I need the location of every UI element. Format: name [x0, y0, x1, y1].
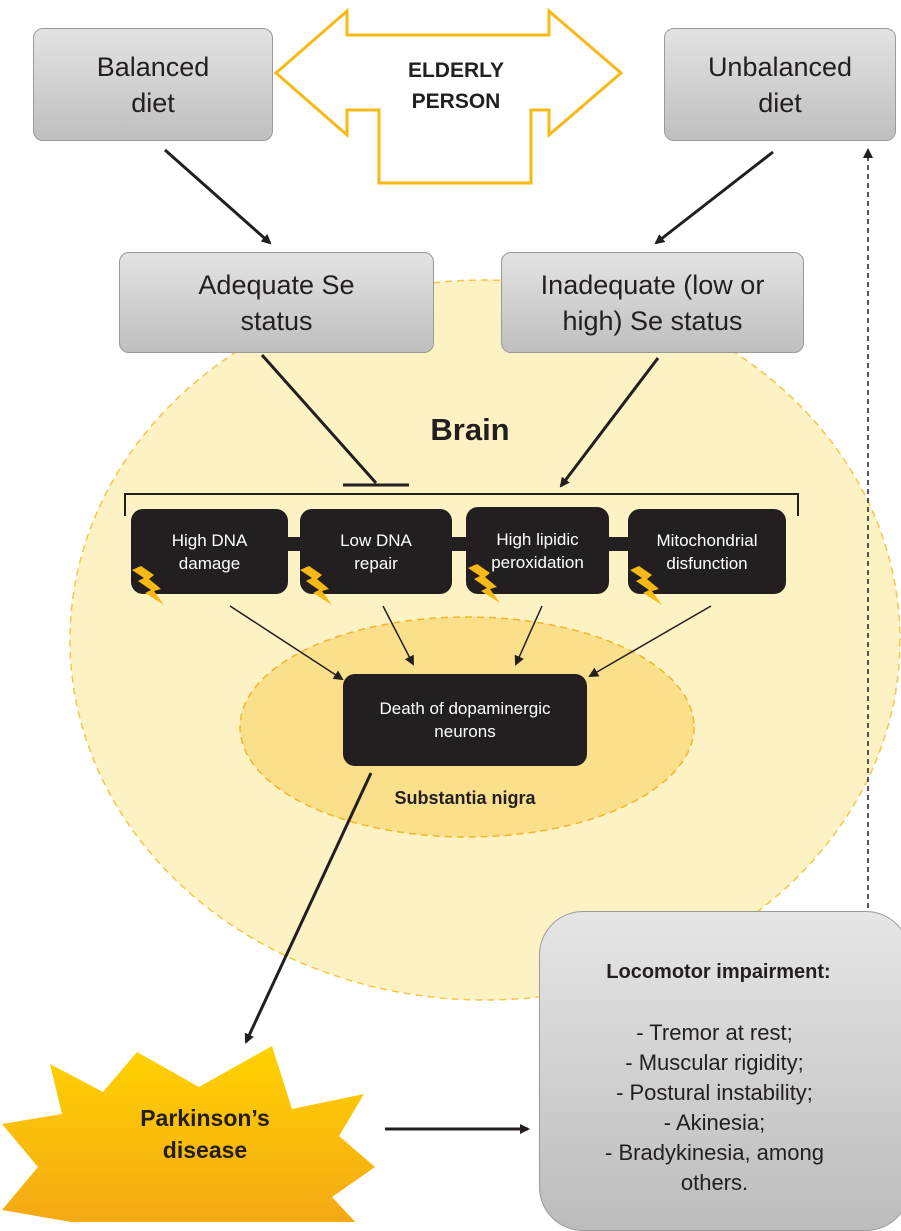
locomotor-symptom-list: - Tremor at rest; - Muscular rigidity; -… — [540, 1018, 901, 1198]
death-of-dopaminergic-neurons-label: Death of dopaminergic neurons — [379, 699, 551, 741]
arrow-mechanism-1-to-death — [229, 605, 344, 681]
mechanism-label: Low DNA repair — [340, 530, 412, 573]
mechanisms-bracket — [124, 493, 799, 516]
balanced-diet-box: Balanced diet — [33, 28, 273, 141]
parkinsons-disease-label: Parkinson’s disease — [140, 1105, 270, 1163]
locomotor-impairment-title: Locomotor impairment: — [606, 961, 831, 983]
arrow-mechanism-2-to-death — [382, 605, 414, 666]
arrow-balanced-to-adequate — [164, 148, 272, 245]
parkinsons-starburst — [2, 1046, 375, 1222]
locomotor-impairment-box: Locomotor impairment: - Tremor at rest; … — [539, 911, 901, 1231]
brain-label: Brain — [430, 412, 510, 447]
arrow-inadequate-to-mechanisms — [559, 357, 660, 488]
mechanism-box-high-lipidic-peroxidation: High lipidic peroxidation — [466, 507, 609, 594]
inadequate-se-status-label: Inadequate (low or high) Se status — [540, 269, 765, 336]
symptom-item: - Akinesia; — [663, 1110, 766, 1135]
lightning-bolt-icon — [300, 566, 332, 605]
adequate-se-status-label: Adequate Se status — [198, 269, 355, 336]
lightning-bolt-icon — [132, 566, 164, 605]
elderly-person-double-arrow — [273, 7, 624, 185]
unbalanced-diet-box: Unbalanced diet — [664, 28, 896, 141]
elderly-person-label: ELDERLY PERSON — [407, 59, 505, 113]
lightning-bolt-icon — [468, 564, 500, 603]
inhibition-line-adequate — [260, 354, 378, 484]
mechanism-box-high-dna-damage: High DNA damage — [131, 509, 288, 594]
arrow-unbalanced-to-inadequate — [654, 150, 774, 245]
balanced-diet-label: Balanced diet — [96, 51, 210, 118]
mechanism-label: Mitochondrial disfunction — [656, 530, 758, 573]
lightning-bolt-icon — [630, 566, 662, 605]
mechanism-box-low-dna-repair: Low DNA repair — [300, 509, 452, 594]
arrow-mechanism-3-to-death — [514, 605, 543, 666]
arrow-death-to-parkinsons — [244, 772, 373, 1044]
symptom-item: - Bradykinesia, among others. — [605, 1140, 824, 1195]
symptom-item: - Tremor at rest; — [636, 1020, 793, 1045]
death-of-dopaminergic-neurons-box: Death of dopaminergic neurons — [343, 674, 587, 766]
inadequate-se-status-box: Inadequate (low or high) Se status — [501, 252, 804, 353]
adequate-se-status-box: Adequate Se status — [119, 252, 434, 353]
mechanism-label: High DNA damage — [171, 530, 248, 573]
unbalanced-diet-label: Unbalanced diet — [707, 51, 853, 118]
arrow-mechanism-4-to-death — [588, 605, 712, 678]
substantia-nigra-label: Substantia nigra — [394, 788, 536, 808]
symptom-item: - Muscular rigidity; — [625, 1050, 804, 1075]
mechanism-box-mitochondrial-disfunction: Mitochondrial disfunction — [628, 509, 786, 594]
mechanism-connector — [606, 537, 631, 551]
symptom-item: - Postural instability; — [616, 1080, 813, 1105]
mechanism-label: High lipidic peroxidation — [491, 529, 584, 572]
